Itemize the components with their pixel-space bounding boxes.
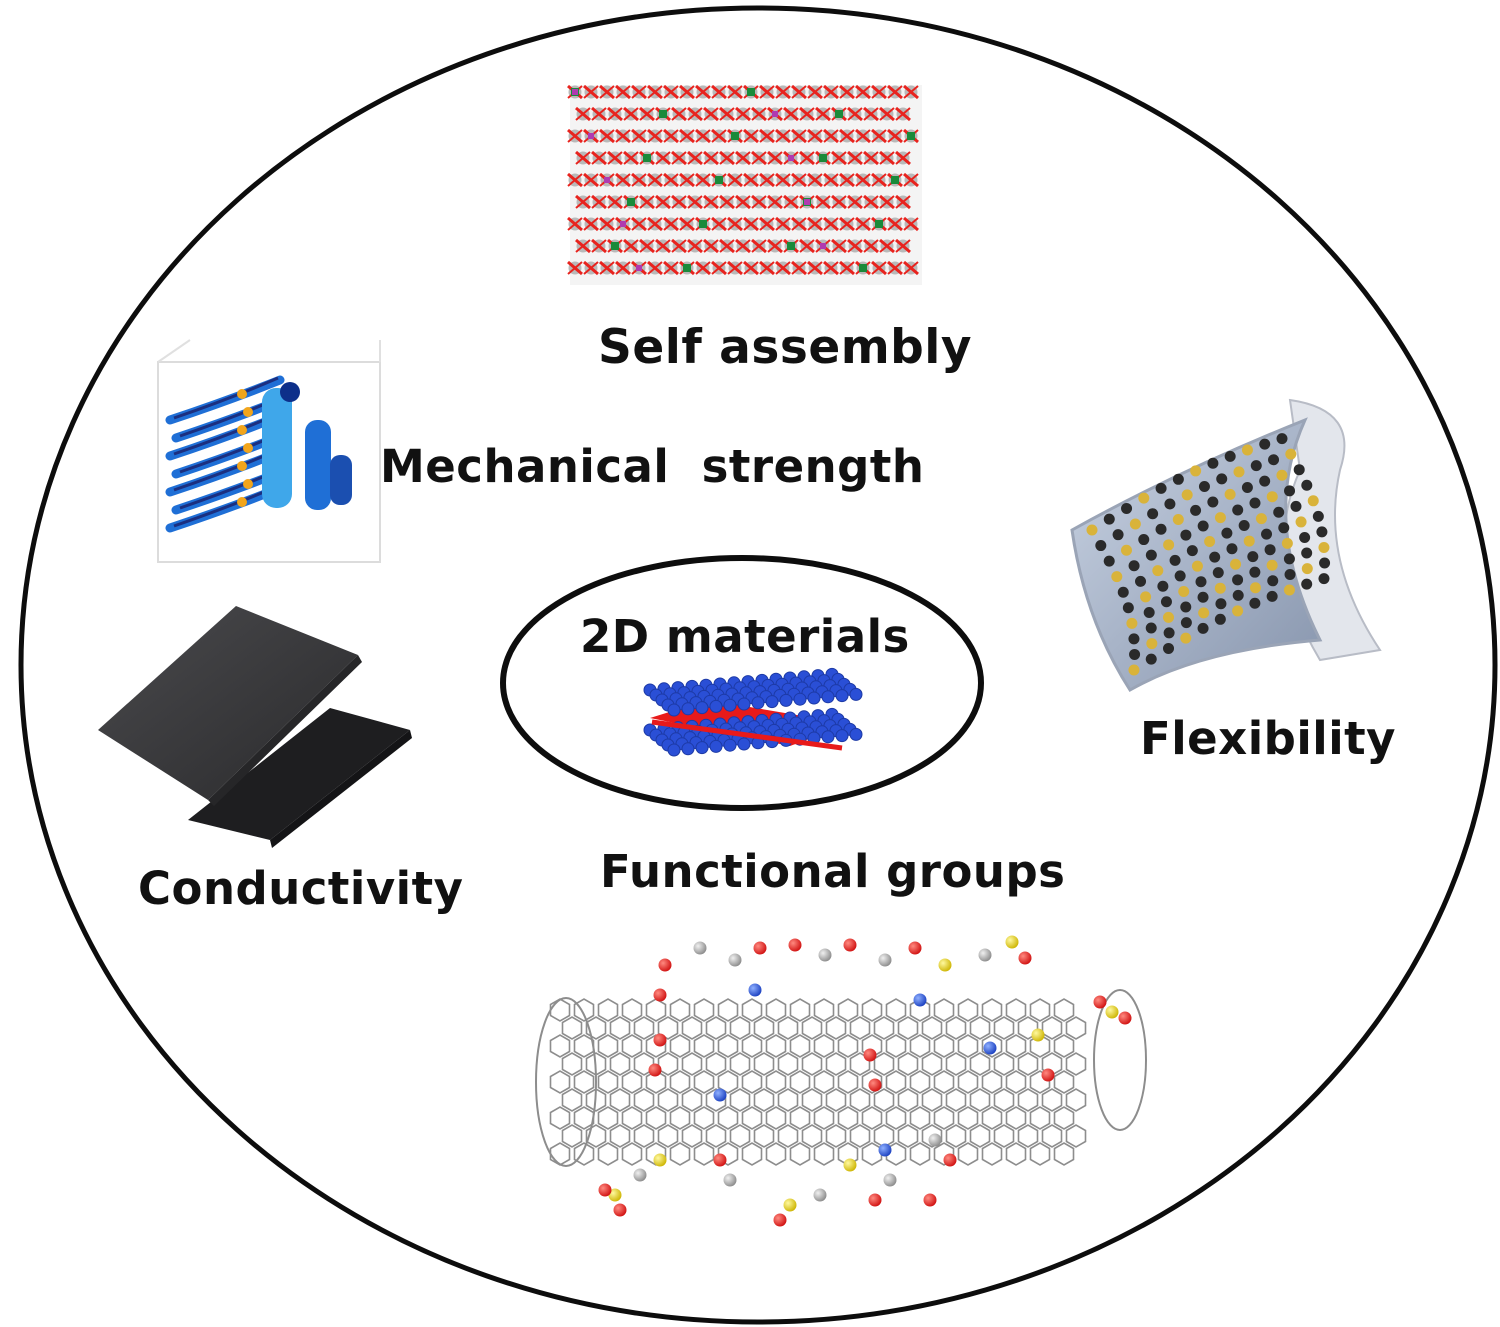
conductive-sheets-icon <box>98 606 412 848</box>
functionalized-nanotube-icon <box>535 935 1147 1227</box>
functional-groups-label: Functional groups <box>600 845 1066 898</box>
layered-2d-material-icon <box>643 667 863 757</box>
self-assembly-label: Self assembly <box>598 320 973 375</box>
center-ellipse <box>500 555 984 811</box>
outer-boundary-ellipse <box>18 5 1498 1325</box>
flexible-mesh-sheet-icon <box>1070 398 1382 693</box>
conductivity-label: Conductivity <box>138 862 464 915</box>
flexibility-label: Flexibility <box>1140 712 1396 765</box>
mechanical-strength-label: Mechanical strength <box>380 440 925 493</box>
center-label: 2D materials <box>580 610 910 663</box>
crystal-lattice-icon <box>567 84 922 285</box>
stress-structure-icon <box>157 339 381 563</box>
